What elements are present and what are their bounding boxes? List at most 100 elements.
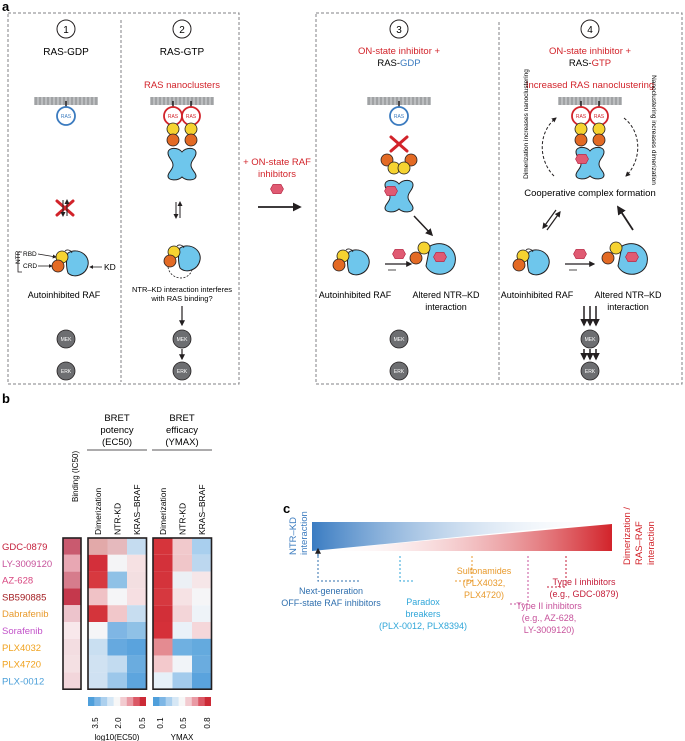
inhibitors-label-1: + ON-state RAF bbox=[243, 157, 311, 168]
panel-b-letter: b bbox=[2, 391, 10, 406]
scale-swatch bbox=[113, 697, 121, 706]
potency-scale-tick-2: 2.0 bbox=[114, 717, 123, 729]
dimerization-increases-label: Dimerization increases nanoclustering bbox=[523, 69, 530, 179]
scale-swatch bbox=[159, 697, 166, 706]
step-1-number: 1 bbox=[63, 25, 69, 36]
binding-cell bbox=[63, 622, 81, 639]
altered-label-4-line2: interaction bbox=[607, 302, 649, 312]
ntr-bracket bbox=[17, 251, 22, 273]
crd-label: CRD bbox=[23, 263, 37, 270]
svg-text:Type II inhibitors: Type II inhibitors bbox=[516, 601, 582, 611]
autoinhibited-raf-2 bbox=[163, 244, 201, 272]
mek-node-1: MEK bbox=[56, 329, 76, 349]
svg-text:(e.g., GDC-0879): (e.g., GDC-0879) bbox=[549, 589, 618, 599]
triple-arrows-a bbox=[580, 306, 600, 327]
efficacy-scale-tick-1: 0.1 bbox=[156, 717, 165, 729]
dimerization-label-1: Dimerization / bbox=[622, 507, 633, 565]
svg-text:RAS: RAS bbox=[594, 114, 605, 120]
compound-label: PLX4032 bbox=[2, 643, 41, 654]
altered-raf-3 bbox=[409, 241, 456, 275]
efficacy-cell bbox=[172, 605, 192, 622]
raf-dimer-3 bbox=[380, 153, 418, 213]
autoinhibited-raf-label-3: Autoinhibited RAF bbox=[319, 290, 392, 300]
potency-cell bbox=[107, 655, 127, 673]
efficacy-color-scale bbox=[153, 697, 211, 706]
binding-cell bbox=[63, 588, 81, 606]
efficacy-cell bbox=[172, 622, 192, 639]
step-2-title: RAS-GTP bbox=[160, 47, 205, 58]
efficacy-scale-tick-3: 0.8 bbox=[203, 717, 212, 729]
column-header: Dimerization bbox=[93, 487, 103, 535]
step-2-badge: 2 bbox=[172, 19, 192, 39]
potency-cell bbox=[88, 554, 108, 572]
mek-node-4: MEK bbox=[580, 329, 600, 349]
eq-arrows-4 bbox=[542, 209, 561, 231]
potency-cell bbox=[88, 588, 108, 606]
scale-swatch bbox=[153, 697, 160, 706]
efficacy-header-1: BRET bbox=[169, 413, 195, 424]
efficacy-cell bbox=[172, 571, 192, 589]
scale-swatch bbox=[126, 697, 134, 706]
binding-cell bbox=[63, 638, 81, 656]
ras-label-1: RAS bbox=[61, 114, 72, 120]
heatmap-efficacy bbox=[152, 537, 213, 690]
altered-label-3-line2: interaction bbox=[425, 302, 467, 312]
scale-swatch bbox=[88, 697, 95, 706]
ras-gdp-1 bbox=[56, 106, 76, 126]
efficacy-cell bbox=[192, 605, 212, 622]
autoinhibited-raf-label-4: Autoinhibited RAF bbox=[501, 290, 574, 300]
erk-node-3: ERK bbox=[389, 361, 409, 381]
compound-label: Sorafenib bbox=[2, 626, 43, 637]
efficacy-cell bbox=[192, 655, 212, 673]
potency-cell bbox=[127, 622, 147, 639]
step-1-title: RAS-GDP bbox=[43, 47, 89, 58]
potency-cell bbox=[88, 655, 108, 673]
rbd-pointer bbox=[37, 253, 57, 259]
efficacy-scale-label: YMAX bbox=[171, 733, 194, 741]
blocked-x-icon bbox=[55, 199, 75, 217]
svg-text:RAS: RAS bbox=[168, 114, 179, 120]
efficacy-cell bbox=[172, 588, 192, 606]
potency-cell bbox=[127, 538, 147, 555]
binding-cell bbox=[63, 538, 81, 555]
svg-text:breakers: breakers bbox=[405, 609, 441, 619]
feedback-right-arrow bbox=[623, 117, 639, 177]
svg-text:MEK: MEK bbox=[394, 337, 406, 343]
column-header: Dimerization bbox=[158, 487, 168, 535]
membrane-4 bbox=[557, 96, 623, 106]
panel-c-letter: c bbox=[283, 501, 290, 516]
scale-swatch bbox=[172, 697, 179, 706]
svg-text:MEK: MEK bbox=[177, 337, 189, 343]
potency-scale-label: log10(EC50) bbox=[95, 733, 140, 741]
efficacy-cell bbox=[172, 672, 192, 690]
svg-text:RAS: RAS bbox=[186, 114, 197, 120]
heatmap-potency bbox=[87, 537, 148, 690]
svg-text:RAS: RAS bbox=[394, 114, 405, 120]
svg-text:MEK: MEK bbox=[585, 337, 597, 343]
kd-label: KD bbox=[104, 262, 116, 272]
scale-swatch bbox=[139, 697, 146, 706]
svg-text:Paradox: Paradox bbox=[406, 597, 440, 607]
svg-text:ERK: ERK bbox=[61, 369, 72, 375]
dimerization-label-3: interaction bbox=[646, 521, 657, 565]
group-paradox-breakers: Paradox breakers (PLX-0012, PLX8394) bbox=[379, 597, 467, 631]
binding-cell bbox=[63, 554, 81, 572]
compound-label: AZ-628 bbox=[2, 576, 33, 587]
altered-raf-4 bbox=[601, 241, 648, 275]
ntr-kd-wedge bbox=[312, 522, 612, 551]
scale-swatch bbox=[133, 697, 140, 706]
potency-cell bbox=[107, 605, 127, 622]
binding-frame bbox=[62, 537, 82, 690]
potency-cell bbox=[88, 622, 108, 639]
interference-text-2: with RAS binding? bbox=[150, 294, 212, 303]
potency-cell bbox=[107, 638, 127, 656]
raf-dimer-2 bbox=[167, 147, 197, 181]
svg-text:4: 4 bbox=[587, 25, 593, 36]
rbd-label: RBD bbox=[23, 251, 37, 258]
scale-swatch bbox=[185, 697, 192, 706]
heatmap-binding bbox=[62, 537, 82, 690]
efficacy-cell bbox=[153, 655, 173, 673]
hex-4 bbox=[573, 249, 587, 259]
ras-nanoclusters-label: RAS nanoclusters bbox=[144, 80, 220, 91]
